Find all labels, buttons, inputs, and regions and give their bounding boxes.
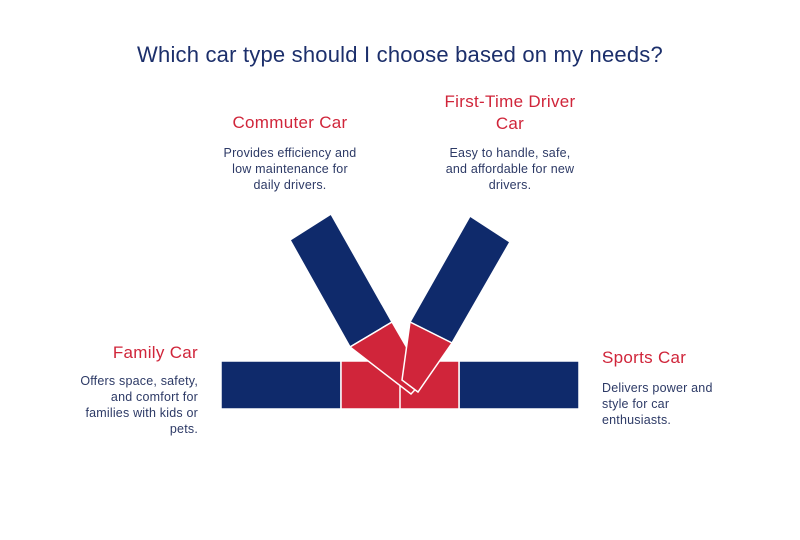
commuter-car-title: Commuter Car	[232, 113, 348, 132]
sports-desc-line-1: Delivers power and	[602, 381, 713, 395]
commuter-desc-line-1: Provides efficiency and	[223, 146, 357, 160]
page-title: Which car type should I choose based on …	[137, 42, 663, 67]
first-time-title-line-1: First-Time Driver	[444, 92, 576, 111]
first-time-desc-line-3: drivers.	[488, 178, 532, 192]
sports-car-title: Sports Car	[602, 348, 687, 367]
sports-car-description: Delivers power and style for car enthusi…	[602, 380, 782, 428]
family-desc-line-3: families with kids or	[85, 406, 198, 420]
family-desc-line-4: pets.	[169, 422, 198, 436]
commuter-car-description: Provides efficiency and low maintenance …	[190, 145, 390, 193]
family-desc-line-1: Offers space, safety,	[80, 374, 198, 388]
first-time-title-line-2: Car	[495, 114, 525, 133]
family-car-title: Family Car	[112, 343, 198, 362]
sports-desc-line-3: enthusiasts.	[602, 413, 672, 427]
first-time-driver-car-description: Easy to handle, safe, and affordable for…	[400, 145, 620, 193]
first-time-desc-line-1: Easy to handle, safe,	[449, 146, 571, 160]
first-time-driver-car-title: First-Time Driver Car	[400, 91, 620, 135]
first-time-desc-line-2: and affordable for new	[445, 162, 575, 176]
family-car-bar	[220, 360, 342, 410]
first-time-driver-car-center-block	[401, 320, 454, 394]
commuter-desc-line-3: daily drivers.	[253, 178, 327, 192]
family-car-description: Offers space, safety, and comfort for fa…	[40, 373, 198, 437]
sports-car-bar	[458, 360, 580, 410]
sports-desc-line-2: style for car	[602, 397, 670, 411]
commuter-desc-line-2: low maintenance for	[232, 162, 348, 176]
first-time-driver-car-bar	[408, 214, 512, 344]
commuter-car-bar	[288, 212, 394, 349]
family-desc-line-2: and comfort for	[110, 390, 198, 404]
